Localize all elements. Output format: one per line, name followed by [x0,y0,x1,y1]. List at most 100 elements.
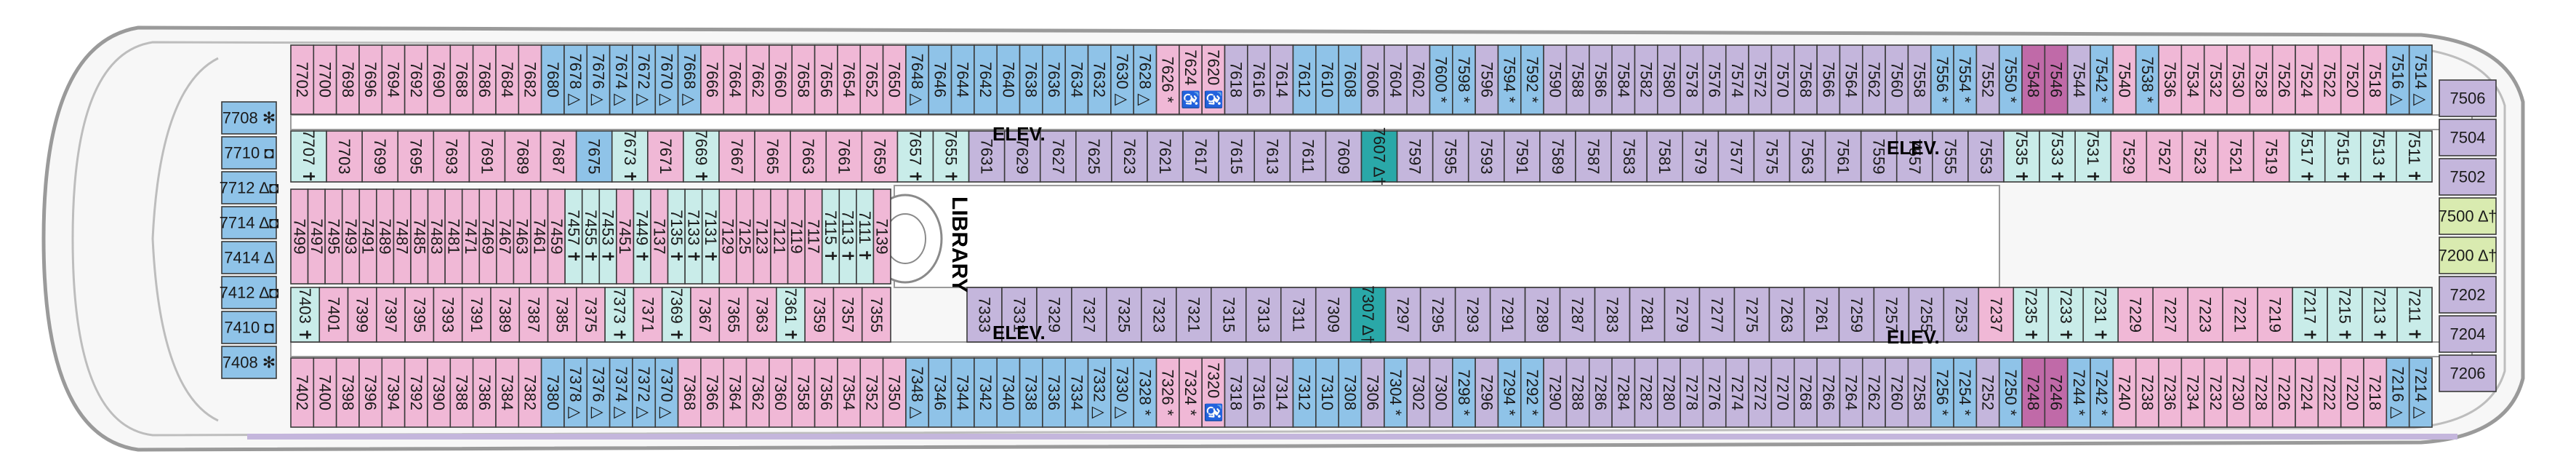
cabin[interactable]: 7250 * [1998,357,2023,428]
cabin[interactable]: 7531 ✝ [2074,130,2112,183]
cabin[interactable]: 7584 [1611,44,1636,115]
cabin[interactable]: 7323 [1141,287,1177,343]
cabin[interactable]: 7518 [2363,44,2388,115]
cabin[interactable]: 7395 [404,287,435,343]
cabin[interactable]: 7287 [1559,287,1596,343]
cabin[interactable]: 7682 [518,44,542,115]
cabin[interactable]: 7592 * [1520,44,1544,115]
cabin[interactable]: 7125 [736,188,755,285]
cabin[interactable]: 7354 [837,357,862,428]
cabin[interactable]: 7307 ∆† [1349,285,1387,344]
cabin[interactable]: 7656 [814,44,838,115]
cabin[interactable]: 7226 [2271,357,2296,428]
cabin[interactable]: 7400 [313,357,337,428]
cabin[interactable]: 7544 [2066,44,2091,115]
cabin[interactable]: 7396 [358,357,383,428]
cabin[interactable]: 7375 [576,287,606,343]
cabin[interactable]: 7560 [1885,44,1909,115]
cabin[interactable]: 7609 [1325,130,1363,183]
cabin[interactable]: 7559 [1860,130,1898,183]
cabin[interactable]: 7631 [968,130,1006,183]
cabin[interactable]: 7666 [700,44,725,115]
cabin[interactable]: 7540 [2112,44,2137,115]
cabin[interactable]: 7670 △ [654,44,679,115]
cabin[interactable]: 7481 [444,188,463,285]
cabin[interactable]: 7572 [1748,44,1773,115]
cabin[interactable]: 7552 [1975,44,2000,115]
cabin[interactable]: 7684 [495,44,520,115]
cabin[interactable]: 7123 [753,188,771,285]
cabin[interactable]: 7527 [2146,130,2183,183]
cabin[interactable]: 7302 [1406,357,1431,428]
cabin[interactable]: 7232 [2203,357,2228,428]
cabin[interactable]: 7519 [2252,130,2290,183]
cabin[interactable]: 7564 [1839,44,1863,115]
cabin[interactable]: 7111 ✝ [856,188,875,285]
cabin[interactable]: 7459 [547,188,566,285]
cabin[interactable]: 7324 * [1179,357,1203,428]
cabin[interactable]: 7613 [1253,130,1291,183]
cabin[interactable]: 7268 [1793,357,1818,428]
cabin[interactable]: 7412 ∆◘ [220,276,279,309]
cabin[interactable]: 7578 [1680,44,1704,115]
cabin[interactable]: 7284 [1611,357,1636,428]
cabin[interactable]: 7399 [347,287,377,343]
cabin[interactable]: 7119 [787,188,806,285]
cabin[interactable]: 7293 [1454,287,1491,343]
cabin[interactable]: 7640 [996,44,1021,115]
cabin[interactable]: 7219 [2257,287,2293,343]
cabin[interactable]: 7363 [747,287,777,343]
cabin[interactable]: 7555 [1932,130,1969,183]
cabin[interactable]: 7461 [530,188,549,285]
cabin[interactable]: 7391 [461,287,491,343]
cabin[interactable]: 7636 [1042,44,1067,115]
cabin[interactable]: 7223 [2187,287,2223,343]
cabin[interactable]: 7218 [2363,357,2388,428]
cabin[interactable]: 7272 [1748,357,1773,428]
cabin[interactable]: 7257 [1873,287,1910,343]
cabin[interactable]: 7499 [290,188,309,285]
cabin[interactable]: 7594 * [1497,44,1522,115]
cabin[interactable]: 7657 ✝ [896,130,934,183]
cabin[interactable]: 7695 [397,130,435,183]
cabin[interactable]: 7614 [1269,44,1294,115]
cabin[interactable]: 7451 [616,188,635,285]
cabin[interactable]: 7604 [1384,44,1408,115]
cabin[interactable]: 7483 [427,188,446,285]
cabin[interactable]: 7331 [1001,287,1038,343]
cabin[interactable]: 7595 [1432,130,1469,183]
cabin[interactable]: 7360 [769,357,793,428]
cabin[interactable]: 7215 ✝ [2327,287,2363,343]
cabin[interactable]: 7348 △ [905,357,930,428]
cabin[interactable]: 7617 [1182,130,1219,183]
cabin[interactable]: 7342 [974,357,998,428]
cabin[interactable]: 7274 [1725,357,1749,428]
cabin[interactable]: 7582 [1634,44,1658,115]
cabin[interactable]: 7228 [2249,357,2274,428]
cabin[interactable]: 7588 [1565,44,1590,115]
cabin[interactable]: 7382 [518,357,542,428]
cabin[interactable]: 7227 [2152,287,2188,343]
cabin[interactable]: 7222 [2317,357,2342,428]
cabin[interactable]: 7202 [2439,276,2497,314]
cabin[interactable]: 7286 [1588,357,1613,428]
cabin[interactable]: 7313 [1245,287,1282,343]
cabin[interactable]: 7240 [2112,357,2137,428]
cabin[interactable]: 7568 [1793,44,1818,115]
cabin[interactable]: 7291 [1489,287,1526,343]
cabin[interactable]: 7344 [950,357,975,428]
cabin[interactable]: 7663 [790,130,827,183]
cabin[interactable]: 7282 [1634,357,1658,428]
cabin[interactable]: 7234 [2180,357,2205,428]
cabin[interactable]: 7278 [1680,357,1704,428]
cabin[interactable]: 7327 [1071,287,1107,343]
cabin[interactable]: 7714 ∆◘ [220,206,279,239]
cabin[interactable]: 7131 ✝ [701,188,721,285]
cabin[interactable]: 7260 [1885,357,1909,428]
cabin[interactable]: 7511 ✝ [2396,130,2433,183]
cabin[interactable]: 7502 [2439,158,2497,196]
cabin[interactable]: 7661 [825,130,863,183]
cabin[interactable]: 7648 △ [905,44,930,115]
cabin[interactable]: 7334 [1064,357,1089,428]
cabin[interactable]: 7602 [1406,44,1431,115]
